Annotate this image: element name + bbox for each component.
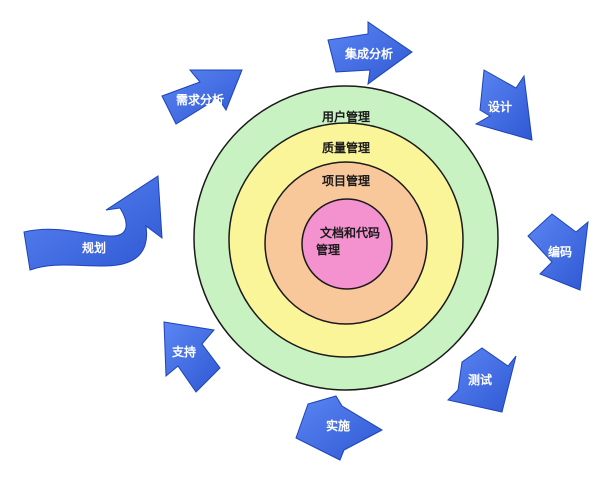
- integration-arrow: 集成分析: [327, 21, 413, 86]
- design-label: 设计: [488, 99, 512, 114]
- second-ring-label: 质量管理: [322, 140, 370, 155]
- plan-arrow: 规划: [23, 175, 163, 271]
- core-label-line1: 文档和代码: [320, 225, 380, 240]
- third-ring-label: 项目管理: [322, 173, 370, 188]
- phase-arrows: 规划 需求分析 集成分析 设计 编码 测试 实施: [23, 21, 589, 461]
- support-arrow: 支持: [163, 321, 221, 393]
- support-label: 支持: [171, 344, 196, 359]
- testing-label: 测试: [468, 372, 492, 387]
- requirements-label: 需求分析: [176, 92, 224, 107]
- coding-label: 编码: [547, 244, 572, 259]
- deployment-arrow: 实施: [295, 395, 384, 461]
- core-document-code-management: [301, 198, 393, 290]
- plan-label: 规划: [82, 240, 106, 255]
- integration-label: 集成分析: [344, 46, 393, 61]
- core-label-line2: 管理: [316, 242, 340, 257]
- outer-ring-label: 用户管理: [321, 109, 370, 124]
- coding-arrow: 编码: [527, 213, 589, 291]
- deployment-label: 实施: [326, 418, 350, 433]
- testing-arrow: 测试: [447, 347, 517, 413]
- requirements-arrow: 需求分析: [161, 69, 243, 125]
- management-rings: 用户管理 质量管理 项目管理 文档和代码 管理: [193, 85, 499, 391]
- design-arrow: 设计: [474, 69, 533, 141]
